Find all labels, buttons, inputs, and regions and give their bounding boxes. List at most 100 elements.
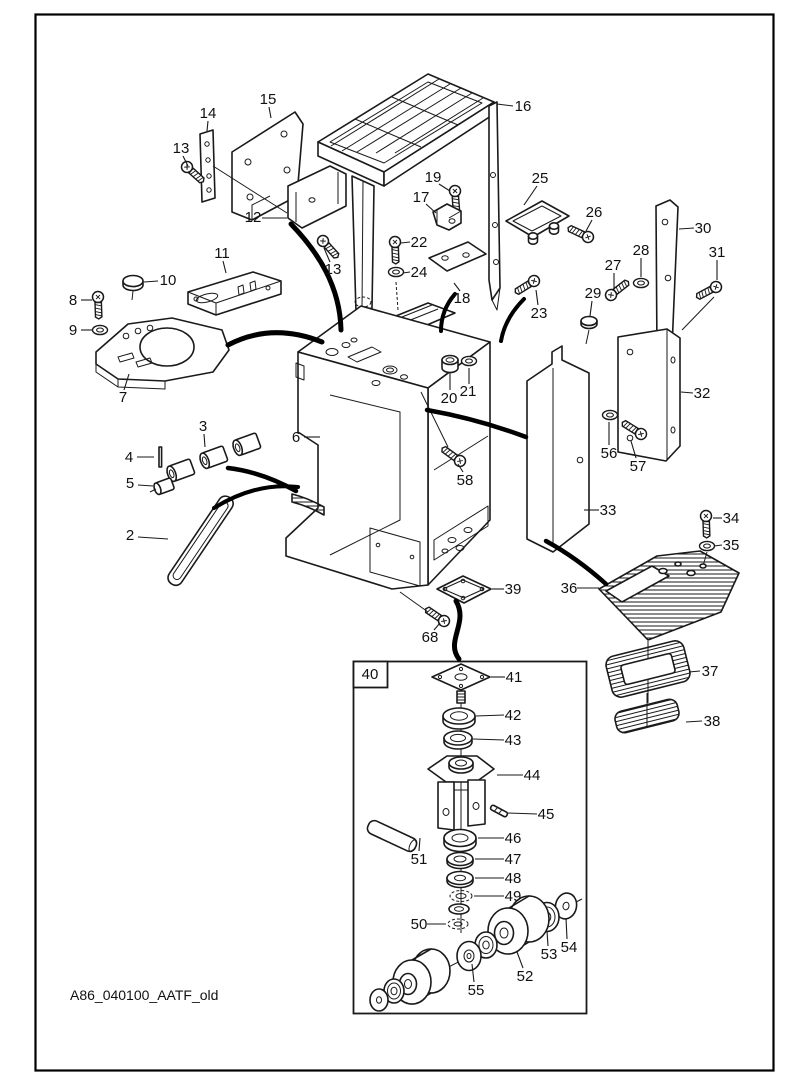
callout-8: 8 <box>69 292 92 309</box>
callout-43: 43 <box>472 732 521 749</box>
svg-text:37: 37 <box>702 663 719 680</box>
svg-text:23: 23 <box>531 305 548 322</box>
part-48-washer <box>446 870 474 889</box>
callout-31: 31 <box>709 244 725 280</box>
part-51-axle-rod <box>366 819 418 853</box>
svg-text:52: 52 <box>517 968 534 985</box>
callout-22: 22 <box>400 234 428 251</box>
callout-7: 7 <box>119 373 130 406</box>
part-33-side-sheet <box>526 345 590 553</box>
callout-34: 34 <box>713 510 739 527</box>
svg-text:58: 58 <box>457 472 474 489</box>
svg-text:55: 55 <box>468 982 485 999</box>
callout-24: 24 <box>402 264 427 281</box>
svg-text:38: 38 <box>704 713 721 730</box>
part-12-bracket <box>287 165 347 229</box>
bearing-small-2 <box>383 978 405 1004</box>
part-49-star-washer <box>449 890 473 902</box>
part-43-ring <box>443 730 473 750</box>
inset-label-box <box>352 660 389 689</box>
callout-2: 2 <box>126 527 169 544</box>
svg-text:10: 10 <box>160 272 177 289</box>
part-9-washer <box>91 324 109 336</box>
callout-33: 33 <box>584 502 616 519</box>
inset-box-40: 40 <box>352 660 588 1015</box>
part-50-ring-stack <box>447 903 470 930</box>
callout-49: 49 <box>474 888 521 905</box>
callout-16: 16 <box>496 98 531 115</box>
svg-text:21: 21 <box>460 383 477 400</box>
part-44-caster-fork <box>427 755 495 831</box>
callout-25: 25 <box>523 170 549 206</box>
callout-13a: 13 <box>173 140 190 167</box>
part-7-base-plate <box>95 317 230 390</box>
svg-text:2: 2 <box>126 527 134 544</box>
callout-23: 23 <box>531 289 548 322</box>
callout-55: 55 <box>468 963 485 999</box>
svg-text:56: 56 <box>601 445 618 462</box>
svg-text:13: 13 <box>173 140 190 157</box>
part-56-washer <box>601 409 619 421</box>
callout-46: 46 <box>478 830 521 847</box>
part-38-tread-strip <box>614 698 680 734</box>
callout-26: 26 <box>585 204 602 232</box>
inset-label: 40 <box>362 666 379 683</box>
callout-57: 57 <box>630 440 646 475</box>
part-36-tread-plate <box>598 550 740 641</box>
callout-3: 3 <box>199 418 207 448</box>
part-17-clip <box>432 203 462 231</box>
part-30-strip <box>655 199 679 355</box>
svg-text:41: 41 <box>506 669 523 686</box>
svg-text:6: 6 <box>292 429 300 446</box>
svg-text:33: 33 <box>600 502 617 519</box>
callout-35: 35 <box>713 537 740 554</box>
callout-5: 5 <box>126 475 154 492</box>
part-18-plate <box>428 241 487 272</box>
svg-text:35: 35 <box>723 537 740 554</box>
callout-68: 68 <box>422 622 441 646</box>
callout-38: 38 <box>685 713 721 730</box>
callout-6: 6 <box>292 429 320 446</box>
svg-text:44: 44 <box>524 767 541 784</box>
part-24-washer <box>387 266 405 278</box>
svg-text:18: 18 <box>454 290 471 307</box>
svg-text:15: 15 <box>260 91 277 108</box>
callout-15: 15 <box>260 91 277 119</box>
svg-text:53: 53 <box>541 946 558 963</box>
assembly-flow-arrows <box>212 221 609 662</box>
part-20-nut <box>441 354 459 374</box>
part-55-washer-disc <box>456 940 482 972</box>
svg-text:8: 8 <box>69 292 77 309</box>
svg-text:20: 20 <box>441 390 458 407</box>
part-39-cover-plate <box>436 575 492 604</box>
callout-48: 48 <box>475 870 521 887</box>
callout-29: 29 <box>585 285 602 317</box>
alignment-line <box>399 591 429 613</box>
svg-text:29: 29 <box>585 285 602 302</box>
svg-text:47: 47 <box>505 851 522 868</box>
callout-12: 12 <box>245 209 287 226</box>
svg-text:9: 9 <box>69 322 77 339</box>
svg-text:22: 22 <box>411 234 428 251</box>
callout-37: 37 <box>688 663 719 680</box>
part-52-roller-wheel <box>487 895 550 955</box>
part-16-grate-stand <box>317 73 501 313</box>
clamp-barrel <box>548 222 560 235</box>
part-28-washer <box>632 277 650 289</box>
callout-50: 50 <box>411 916 446 933</box>
svg-text:54: 54 <box>561 939 578 956</box>
callout-56: 56 <box>601 422 618 462</box>
end-disc <box>369 988 389 1012</box>
callout-27: 27 <box>605 257 621 289</box>
part-41-top-plate <box>431 663 491 704</box>
callout-9: 9 <box>69 322 93 339</box>
svg-text:25: 25 <box>532 170 549 187</box>
svg-text:30: 30 <box>695 220 712 237</box>
callout-21: 21 <box>460 368 477 400</box>
svg-text:36: 36 <box>561 580 578 597</box>
svg-text:7: 7 <box>119 389 127 406</box>
part-47-washer <box>446 851 474 870</box>
svg-text:49: 49 <box>505 888 522 905</box>
clamp-barrel <box>527 232 539 245</box>
